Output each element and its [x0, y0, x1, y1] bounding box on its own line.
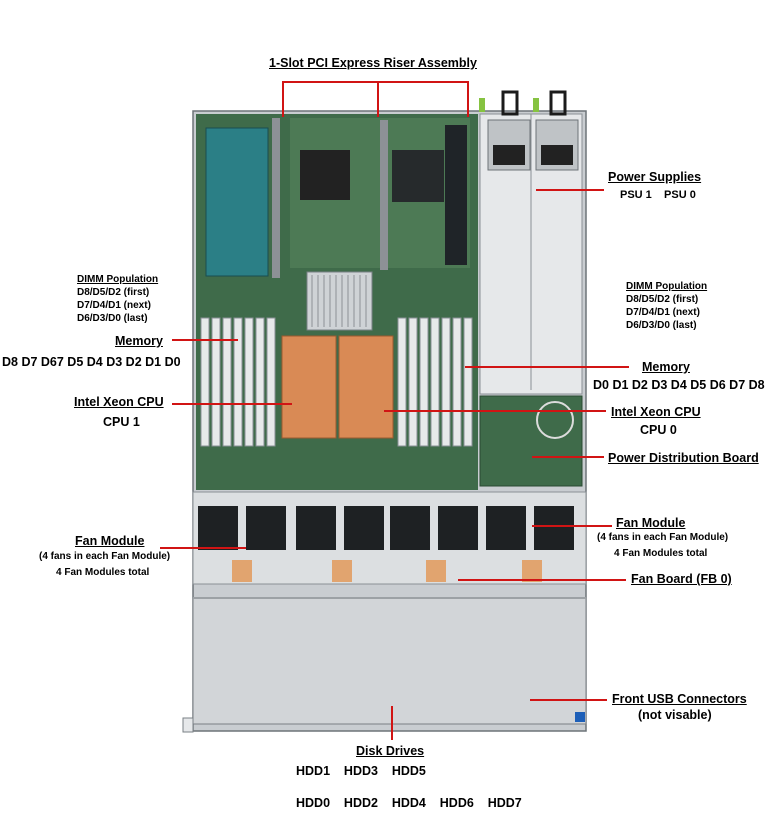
front-usb-label: Front USB Connectors	[612, 692, 747, 706]
dimm-population-right-title: DIMM Population	[626, 281, 708, 292]
disk-drives-row1: HDD1 HDD3 HDD5	[296, 764, 426, 778]
dimm-population-right-line: D6/D3/D0 (last)	[626, 320, 697, 331]
dimm-population-right-line: D8/D5/D2 (first)	[626, 294, 699, 305]
riser-assembly-label: 1-Slot PCI Express Riser Assembly	[269, 56, 477, 70]
fan-module-right-line: (4 fans in each Fan Module)	[597, 532, 729, 543]
dimm-population-right-line: D7/D4/D1 (next)	[626, 307, 700, 318]
fan-module-right-label: Fan Module	[616, 516, 686, 530]
disk-drives-label: Disk Drives	[356, 744, 425, 758]
fan-module-left-line: (4 fans in each Fan Module)	[39, 551, 171, 562]
memory-right-label: Memory	[642, 360, 690, 374]
cpu-left-name: CPU 1	[103, 415, 140, 429]
fan-module-right-line: 4 Fan Modules total	[614, 548, 708, 559]
memory-left-slots: D8 D7 D67 D5 D4 D3 D2 D1 D0	[2, 355, 181, 369]
fan-board-label: Fan Board (FB 0)	[631, 572, 732, 586]
cpu-right-label: Intel Xeon CPU	[611, 405, 701, 419]
memory-right-slots: D0 D1 D2 D3 D4 D5 D6 D7 D8	[593, 378, 765, 392]
dimm-population-left-line: D8/D5/D2 (first)	[77, 287, 150, 298]
dimm-population-left-line: D7/D4/D1 (next)	[77, 300, 151, 311]
power-supplies-label: Power Supplies	[608, 170, 702, 184]
front-usb-note: (not visable)	[638, 708, 712, 722]
memory-left-label: Memory	[115, 334, 163, 348]
cpu-right-name: CPU 0	[640, 423, 677, 437]
power-distribution-board-label: Power Distribution Board	[608, 451, 759, 465]
psu-units: PSU 1 PSU 0	[620, 189, 696, 201]
dimm-population-left-line: D6/D3/D0 (last)	[77, 313, 148, 324]
cpu-left-label: Intel Xeon CPU	[74, 395, 164, 409]
fan-module-left-line: 4 Fan Modules total	[56, 567, 150, 578]
fan-module-left-label: Fan Module	[75, 534, 145, 548]
disk-drives-row2: HDD0 HDD2 HDD4 HDD6 HDD7	[296, 796, 522, 810]
dimm-population-left-title: DIMM Population	[77, 274, 159, 285]
